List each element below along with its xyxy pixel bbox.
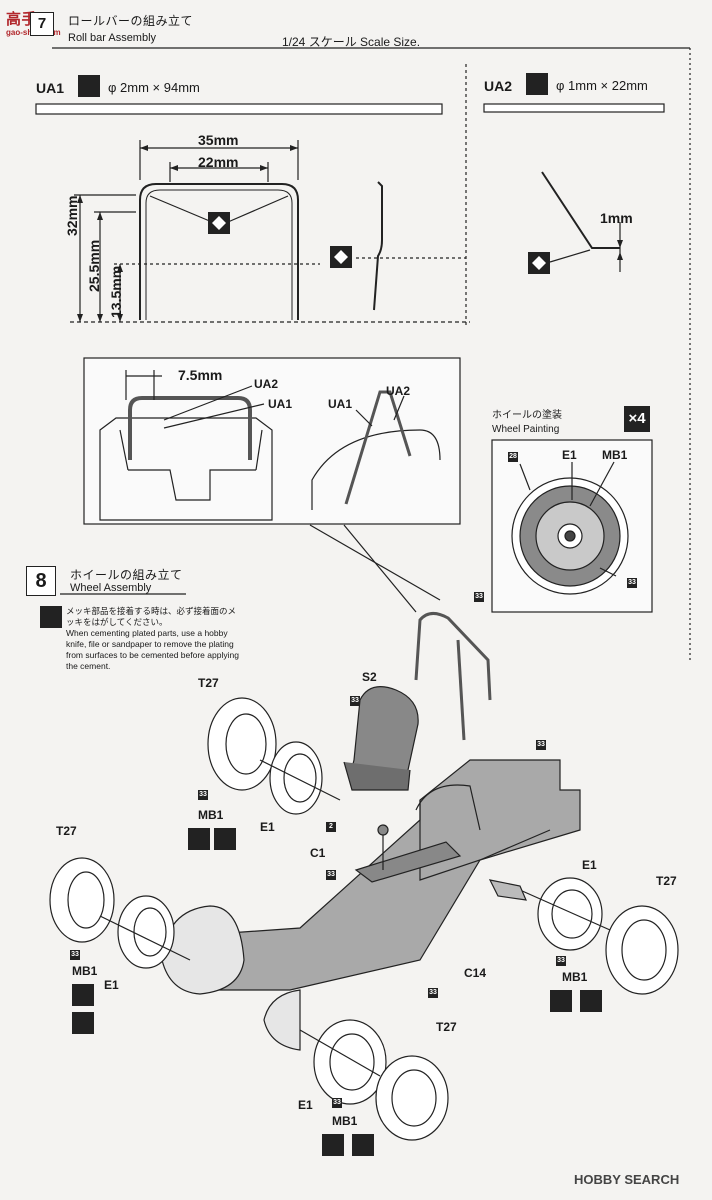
paint-code: 33 xyxy=(326,870,336,880)
scale-note: 1/24 スケール Scale Size. xyxy=(282,35,421,49)
part-mb1-right: MB1 xyxy=(562,970,588,984)
dim-32mm: 32mm xyxy=(64,195,80,236)
part-t27-bottom: T27 xyxy=(436,1020,457,1034)
step7-title-jp: ロールバーの組み立て xyxy=(68,14,194,28)
paint-code: 33 xyxy=(428,988,438,998)
paint-mark-icon xyxy=(322,1134,344,1156)
callout-ua1-b: UA1 xyxy=(328,397,353,411)
paint-code: 33 xyxy=(350,696,360,706)
callout-ua1-a: UA1 xyxy=(268,397,293,411)
paint-code: 33 xyxy=(198,790,208,800)
ua2-label: UA2 xyxy=(484,78,513,94)
step8-title-jp: ホイールの組み立て xyxy=(70,568,183,582)
plastic-rod-icon xyxy=(78,75,100,97)
quantity-badge: ×4 xyxy=(624,406,650,432)
callout-ua2-a: UA2 xyxy=(254,377,279,391)
dim-25-5mm: 25.5mm xyxy=(86,239,102,292)
paint-code: 33 xyxy=(556,956,566,966)
plating-icon xyxy=(550,990,572,1012)
plating-note-en: When cementing plated parts, use a hobby… xyxy=(66,628,239,671)
step7-number: 7 xyxy=(30,12,54,36)
plating-icon xyxy=(352,1134,374,1156)
footer-brand: HOBBY SEARCH xyxy=(574,1172,680,1187)
paint-code-33: 33 xyxy=(627,578,637,588)
step8-title-en: Wheel Assembly xyxy=(70,582,152,594)
wheel-painting-title-jp: ホイールの塗装 xyxy=(492,410,562,421)
dim-13-5mm: 13.5mm xyxy=(108,265,124,318)
ua1-spec: φ 2mm × 94mm xyxy=(108,80,200,95)
part-mb1: MB1 xyxy=(198,808,224,822)
paint-code: 33 xyxy=(70,950,80,960)
paint-code: 33 xyxy=(474,592,484,602)
part-c14: C14 xyxy=(464,966,487,980)
wheel-mb1-label: MB1 xyxy=(602,448,628,462)
plating-note-jp: メッキ部品を接着する時は、必ず接着面のメッキをはがしてください。 xyxy=(66,606,237,627)
step8-number: 8 xyxy=(26,566,56,596)
plating-icon xyxy=(188,828,210,850)
callout-ua2-b: UA2 xyxy=(386,384,411,398)
dim-1mm: 1mm xyxy=(600,210,633,226)
part-t27: T27 xyxy=(198,676,219,690)
part-mb1-bottom: MB1 xyxy=(332,1114,358,1128)
paint-mark-icon xyxy=(72,1012,94,1034)
part-t27-left: T27 xyxy=(56,824,77,838)
step7-title-en: Roll bar Assembly xyxy=(68,32,157,44)
paint-code-2: 2 xyxy=(326,822,336,832)
paint-code: 33 xyxy=(536,740,546,750)
part-t27-right: T27 xyxy=(656,874,677,888)
plastic-rod-icon xyxy=(526,73,548,95)
part-e1-left: E1 xyxy=(104,978,119,992)
dim-35mm: 35mm xyxy=(198,132,239,148)
wheel-painting-title-en: Wheel Painting xyxy=(492,424,560,435)
part-e1-bottom: E1 xyxy=(298,1098,313,1112)
cement-remove-plating-icon xyxy=(40,606,62,628)
part-c1: C1 xyxy=(310,846,326,860)
dim-7-5mm: 7.5mm xyxy=(178,367,223,383)
paint-mark-icon xyxy=(214,828,236,850)
paint-code-28: 28 xyxy=(508,452,518,462)
paint-mark-icon xyxy=(580,990,602,1012)
part-e1-right: E1 xyxy=(582,858,597,872)
part-mb1-left: MB1 xyxy=(72,964,98,978)
ua2-spec: φ 1mm × 22mm xyxy=(556,78,648,93)
wheel-e1-label: E1 xyxy=(562,448,577,462)
ua1-label: UA1 xyxy=(36,80,65,96)
part-s2: S2 xyxy=(362,670,377,684)
dim-22mm: 22mm xyxy=(198,154,239,170)
part-e1: E1 xyxy=(260,820,275,834)
paint-code: 33 xyxy=(332,1098,342,1108)
plating-icon xyxy=(72,984,94,1006)
